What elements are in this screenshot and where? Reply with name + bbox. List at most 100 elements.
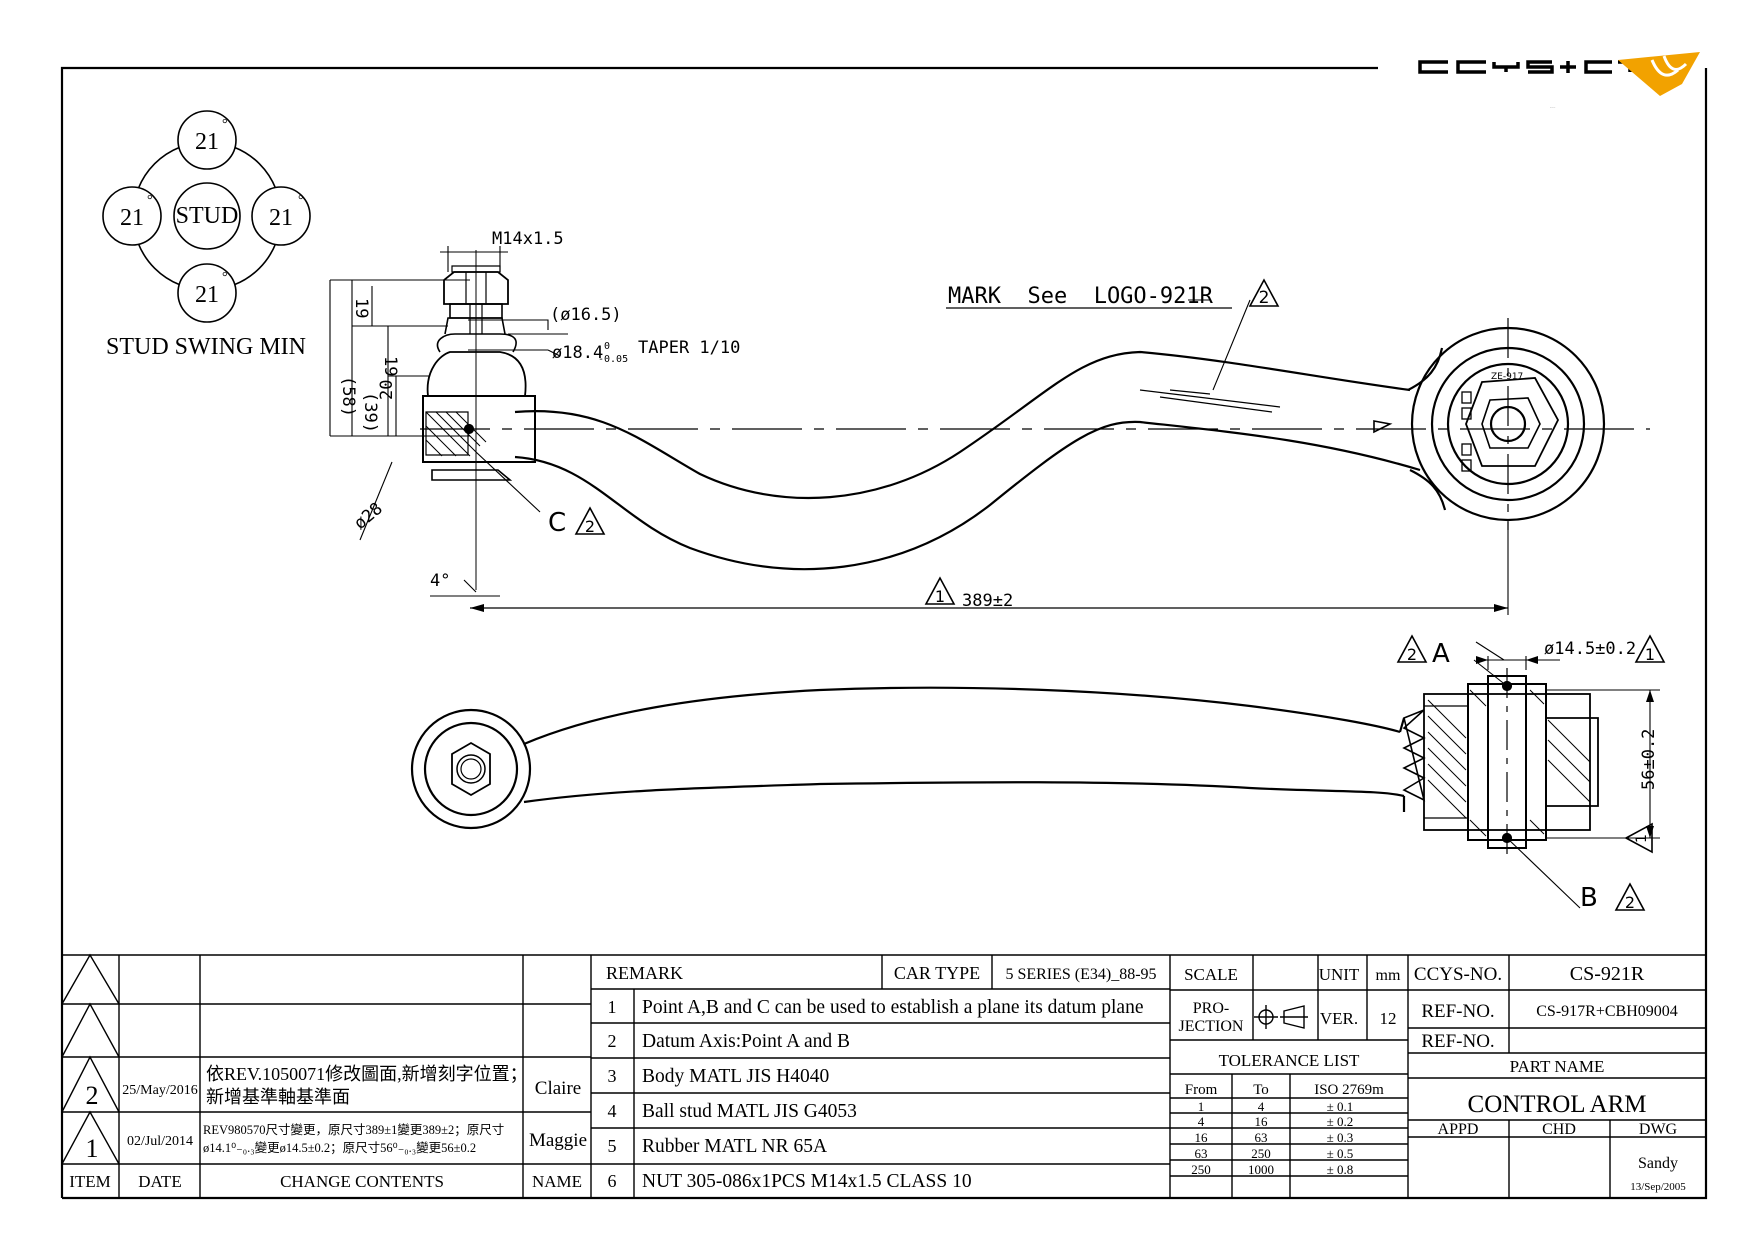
revision-triangles: [61, 953, 120, 1165]
dim-angle-4: 4°: [430, 571, 450, 591]
remark-2-text: Datum Axis:Point A and B: [642, 1031, 850, 1052]
dim-20: 20: [377, 380, 397, 400]
mark-label: MARK See LOGO-921R: [948, 284, 1214, 309]
tolerance-title: TOLERANCE LIST: [1219, 1051, 1360, 1070]
swing-angle-bottom: 21: [195, 282, 219, 308]
degree-mark-left: °: [147, 193, 153, 208]
stud-swing-caption: STUD SWING MIN: [106, 334, 306, 360]
projection-label-1: PRO-: [1193, 1000, 1229, 1017]
point-c-label: C: [548, 508, 566, 538]
ref-no-2-label: REF-NO.: [1421, 1031, 1494, 1052]
revision-table: 2 25/May/2016 依REV.1050071修改圖面,新增刻字位置； 新…: [69, 1064, 587, 1191]
ref-no-label: REF-NO.: [1421, 1001, 1494, 1022]
tol-row-4-value: ± 0.5: [1327, 1146, 1354, 1161]
header-change-contents: CHANGE CONTENTS: [280, 1172, 444, 1191]
tol-row-4-to: 250: [1251, 1146, 1271, 1161]
datum-point-c: C 2: [548, 506, 606, 538]
remark-6-no: 6: [608, 1171, 617, 1191]
tol-row-3-to: 63: [1255, 1130, 1268, 1145]
remark-1-text: Point A,B and C can be used to establish…: [642, 997, 1144, 1018]
remark-4-no: 4: [608, 1101, 617, 1121]
remark-2-no: 2: [608, 1031, 617, 1051]
revision-row-2-change-2: 新增基準軸基準面: [206, 1087, 350, 1107]
bush-dims: ø14.5±0.2 1 56±0.2 1: [1544, 634, 1666, 854]
ref-no-value: CS-917R+CBH09004: [1536, 1003, 1678, 1020]
scale-projection-block: SCALE UNIT mm PRO- JECTION VER. 12: [1179, 965, 1401, 1035]
bush-height-revision: 1: [1634, 834, 1650, 843]
title-block-grid: [62, 954, 1706, 1198]
mark-revision: 2: [1259, 288, 1270, 308]
tol-row-5-value: ± 0.8: [1327, 1162, 1354, 1177]
dim-19-upper: 19: [351, 298, 371, 318]
logo-mark-callout: MARK See LOGO-921R 2 ZE-917: [946, 278, 1523, 382]
ccys-no-label: CCYS-NO.: [1414, 964, 1502, 985]
header-item: ITEM: [69, 1172, 111, 1191]
part-name-label: PART NAME: [1510, 1057, 1605, 1076]
control-arm-top-view: [420, 250, 1650, 590]
swing-angle-left: 21: [120, 205, 144, 231]
projection-label-2: JECTION: [1179, 1018, 1244, 1035]
scale-label: SCALE: [1184, 965, 1238, 984]
tol-row-5-from: 250: [1191, 1162, 1211, 1177]
dim-thread: M14x1.5: [492, 229, 564, 249]
company-logo: CCYS+CTC: [1418, 52, 1700, 109]
remarks-table: REMARK CAR TYPE 5 SERIES (E34)_88-95 1 P…: [606, 963, 1157, 1192]
remark-5-no: 5: [608, 1136, 617, 1156]
stud-swing-diagram: [102, 110, 311, 323]
remark-5-text: Rubber MATL NR 65A: [642, 1136, 827, 1157]
point-b-label: B: [1580, 883, 1598, 913]
bush-revision: 1: [1645, 645, 1655, 664]
tol-header-to: To: [1253, 1082, 1269, 1098]
top-view-dimensions: [329, 246, 1509, 615]
point-a-revision: 2: [1407, 645, 1417, 664]
unit-label: UNIT: [1319, 965, 1360, 984]
dim-dia-28: ø28: [350, 499, 386, 534]
tol-row-5-to: 1000: [1248, 1162, 1274, 1177]
tol-row-4-from: 63: [1195, 1146, 1208, 1161]
drawer-name: Sandy: [1638, 1155, 1678, 1172]
dim-taper-note: TAPER 1/10: [638, 338, 740, 358]
revision-row-1-change-1: REV980570尺寸變更，原尺寸389±1變更389±2；原尺寸: [203, 1122, 504, 1137]
swing-center-label: STUD: [176, 203, 239, 229]
revision-row-1-item: 1: [86, 1134, 99, 1163]
remark-3-no: 3: [608, 1066, 617, 1086]
appd-label: APPD: [1438, 1121, 1479, 1138]
ver-label: VER.: [1320, 1009, 1358, 1028]
tol-row-1-from: 1: [1198, 1099, 1205, 1114]
sheet-border: [60, 66, 1708, 1200]
tol-row-3-value: ± 0.3: [1327, 1130, 1354, 1145]
tol-row-2-value: ± 0.2: [1327, 1114, 1354, 1129]
tol-row-3-from: 16: [1195, 1130, 1209, 1145]
length-revision: 1: [935, 587, 945, 606]
part-name-value: CONTROL ARM: [1468, 1091, 1647, 1118]
length-revision-tag: 1: [924, 576, 956, 606]
point-a-label: A: [1432, 639, 1450, 669]
dim-58: (58): [338, 376, 358, 417]
dim-length: 389±2: [962, 591, 1013, 611]
header-name: NAME: [532, 1172, 582, 1191]
car-type-label: CAR TYPE: [894, 963, 980, 983]
remark-3-text: Body MATL JIS H4040: [642, 1066, 829, 1087]
datum-point-a: 2 A: [1396, 634, 1450, 669]
degree-mark-top: °: [222, 117, 228, 132]
part-stamp: ZE-917: [1491, 372, 1523, 382]
chd-label: CHD: [1542, 1121, 1576, 1138]
draw-date: 13/Sep/2005: [1630, 1181, 1686, 1193]
point-c-revision: 2: [585, 517, 595, 536]
tol-row-1-to: 4: [1258, 1099, 1265, 1114]
tol-header-from: From: [1185, 1082, 1218, 1098]
tol-row-1-value: ± 0.1: [1327, 1099, 1354, 1114]
side-view-dimensions: [1473, 641, 1660, 909]
remark-header: REMARK: [606, 963, 683, 983]
ver-value: 12: [1380, 1009, 1397, 1028]
revision-row-1-date: 02/Jul/2014: [127, 1134, 193, 1149]
dim-taper-tol-upper: 0: [604, 341, 610, 352]
tolerance-list: TOLERANCE LIST From To ISO 2769m 1 4 ± 0…: [1185, 1051, 1384, 1177]
logo-text: CCYS+CTC: [1550, 107, 1555, 109]
dim-bush-height: 56±0.2: [1639, 729, 1659, 790]
degree-mark-bottom: °: [222, 270, 228, 285]
dim-39: (39): [360, 392, 380, 433]
point-b-revision: 2: [1625, 893, 1635, 912]
dim-bush-diameter: ø14.5±0.2: [1544, 639, 1636, 659]
dim-taper-tol-lower: -0.05: [598, 354, 628, 365]
